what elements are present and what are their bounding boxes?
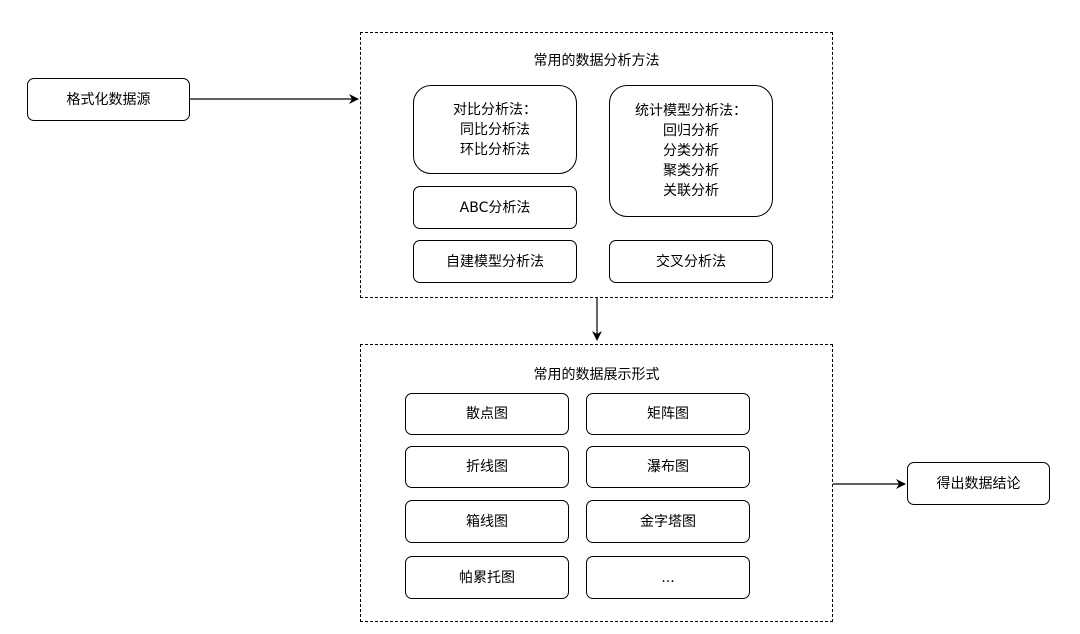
- custom-model-analysis-node[interactable]: 自建模型分析法: [413, 240, 577, 283]
- cross-analysis-node[interactable]: 交叉分析法: [609, 240, 773, 283]
- display-item-scatter[interactable]: 散点图: [405, 393, 569, 435]
- display-item-pyramid[interactable]: 金字塔图: [586, 500, 750, 543]
- display-item-label: 瀑布图: [647, 459, 689, 475]
- comparison-analysis-item: 环比分析法: [460, 141, 530, 158]
- display-item-label: 帕累托图: [459, 569, 515, 586]
- display-item-matrix[interactable]: 矩阵图: [586, 393, 750, 435]
- comparison-analysis-title: 对比分析法：: [453, 101, 537, 118]
- statistical-model-item: 回归分析: [663, 123, 719, 139]
- statistical-model-analysis-node[interactable]: 统计模型分析法： 回归分析 分类分析 聚类分析 关联分析: [609, 85, 773, 217]
- display-item-label: 散点图: [466, 406, 508, 422]
- display-forms-title: 常用的数据展示形式: [533, 367, 660, 383]
- abc-analysis-label: ABC分析法: [459, 199, 531, 216]
- display-item-label: 折线图: [466, 459, 508, 475]
- statistical-model-item: 分类分析: [663, 143, 719, 159]
- analysis-methods-title: 常用的数据分析方法: [533, 53, 660, 69]
- statistical-model-item: 聚类分析: [663, 163, 719, 179]
- source-node[interactable]: 格式化数据源: [27, 78, 190, 121]
- display-item-more[interactable]: ...: [586, 556, 750, 599]
- statistical-model-title: 统计模型分析法：: [635, 103, 747, 119]
- conclusion-node[interactable]: 得出数据结论: [907, 462, 1050, 505]
- display-item-boxplot[interactable]: 箱线图: [405, 500, 569, 543]
- comparison-analysis-node[interactable]: 对比分析法： 同比分析法 环比分析法: [413, 85, 577, 174]
- conclusion-label: 得出数据结论: [936, 475, 1021, 492]
- display-forms-group: 常用的数据展示形式: [360, 344, 833, 622]
- display-item-label: ...: [661, 569, 675, 586]
- abc-analysis-node[interactable]: ABC分析法: [413, 186, 577, 229]
- source-label: 格式化数据源: [66, 91, 151, 108]
- display-item-label: 金字塔图: [640, 513, 696, 530]
- analysis-methods-group: 常用的数据分析方法: [360, 32, 833, 298]
- statistical-model-item: 关联分析: [663, 183, 719, 199]
- comparison-analysis-item: 同比分析法: [460, 121, 530, 138]
- display-item-label: 箱线图: [466, 513, 508, 530]
- custom-model-analysis-label: 自建模型分析法: [446, 253, 544, 270]
- display-item-waterfall[interactable]: 瀑布图: [586, 446, 750, 488]
- display-item-pareto[interactable]: 帕累托图: [405, 556, 569, 599]
- cross-analysis-label: 交叉分析法: [656, 253, 726, 270]
- display-item-line[interactable]: 折线图: [405, 446, 569, 488]
- display-item-label: 矩阵图: [647, 406, 689, 422]
